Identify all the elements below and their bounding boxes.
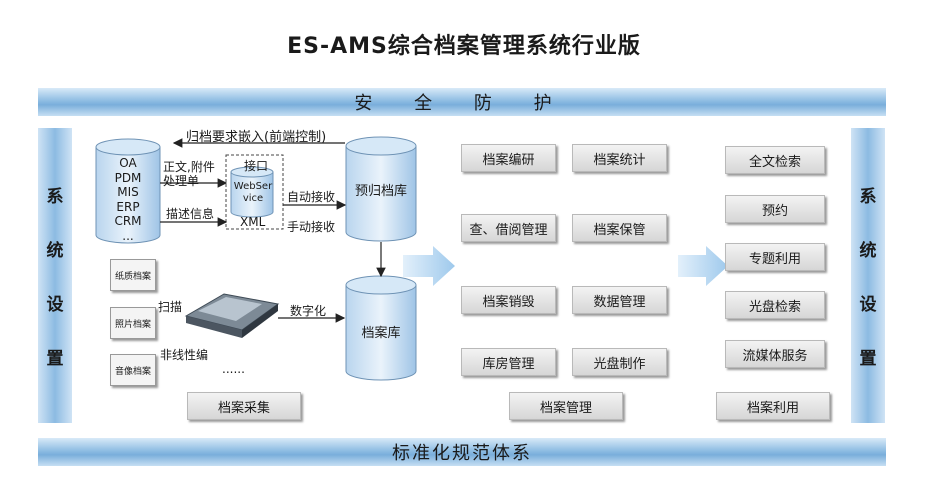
side-char: 设 (46, 294, 64, 315)
manage-item-disc-make: 光盘制作 (572, 348, 667, 376)
system-settings-left: 系 统 设 置 (38, 128, 72, 423)
xml-label: XML (240, 215, 266, 229)
webservice-label: WebService (233, 181, 273, 204)
source-item: MIS (117, 185, 139, 199)
section-title: 档案利用 (746, 400, 799, 416)
pre-archive-db-cylinder (345, 136, 417, 242)
security-band-label: 安 全 防 护 (354, 93, 570, 114)
photo-archive-doc: 照片档案 (110, 307, 156, 339)
archive-db-label: 档案库 (361, 326, 401, 341)
source-item: CRM (114, 214, 142, 228)
front-control-label: 归档要求嵌入(前端控制) (186, 130, 327, 145)
page-title: ES-AMS综合档案管理系统行业版 (287, 34, 641, 59)
scan-label: 扫描 (158, 300, 183, 314)
manage-item-statistics: 档案统计 (572, 144, 667, 172)
process-form-label: 处理单 (163, 174, 200, 188)
side-char: 置 (859, 348, 877, 369)
pre-archive-db-label: 预归档库 (354, 184, 407, 199)
system-settings-right: 系 统 设 置 (851, 128, 885, 423)
side-char: 系 (46, 187, 64, 208)
archive-db-cylinder (345, 275, 417, 381)
manage-item-compile: 档案编研 (461, 144, 556, 172)
source-item: PDM (114, 170, 142, 185)
archive-use-title: 档案利用 (716, 392, 830, 420)
manage-item-borrow: 查、借阅管理 (461, 214, 556, 242)
source-systems-cylinder (95, 138, 161, 244)
section-title: 档案管理 (539, 400, 592, 416)
manage-label: 档案销毁 (482, 294, 535, 310)
use-item-disc-search: 光盘检索 (725, 291, 825, 319)
source-item: ERP (116, 199, 140, 214)
manage-item-data: 数据管理 (572, 286, 667, 314)
manage-item-destroy: 档案销毁 (461, 286, 556, 314)
use-label: 流媒体服务 (742, 348, 808, 364)
interface-box (225, 154, 284, 230)
dots-label: ...... (222, 362, 245, 376)
paper-archive-doc: 纸质档案 (110, 259, 156, 291)
use-item-streaming: 流媒体服务 (725, 340, 825, 368)
manual-receive-label: 手动接收 (287, 220, 336, 234)
manage-label: 档案保管 (593, 222, 646, 238)
av-archive-doc: 音像档案 (110, 354, 156, 386)
body-attachment-label: 正文,附件 (163, 160, 215, 174)
source-item: ... (122, 228, 134, 243)
manage-label: 光盘制作 (593, 356, 646, 372)
manage-item-storage: 档案保管 (572, 214, 667, 242)
standards-band-label: 标准化规范体系 (392, 443, 532, 464)
use-label: 专题利用 (748, 251, 801, 267)
flow-arrow-2 (678, 246, 728, 286)
manage-item-warehouse: 库房管理 (461, 348, 556, 376)
archive-manage-title: 档案管理 (509, 392, 623, 420)
use-item-topic: 专题利用 (725, 243, 825, 271)
digitize-label: 数字化 (290, 304, 327, 318)
side-char: 系 (859, 187, 877, 208)
manage-label: 查、借阅管理 (469, 222, 548, 238)
doc-label: 照片档案 (114, 319, 151, 330)
use-label: 光盘检索 (748, 299, 801, 315)
side-char: 统 (859, 241, 877, 262)
doc-label: 纸质档案 (114, 271, 151, 282)
scanner-icon (184, 293, 280, 338)
interface-label: 接口 (244, 159, 269, 173)
side-char: 设 (859, 294, 877, 315)
source-item: OA (119, 156, 137, 170)
use-label: 预约 (761, 203, 788, 219)
manage-label: 库房管理 (482, 356, 535, 372)
use-item-fulltext: 全文检索 (725, 146, 825, 174)
use-label: 全文检索 (748, 154, 801, 170)
side-char: 置 (46, 348, 64, 369)
source-systems-list: OA PDM MIS ERP CRM ... (100, 156, 156, 243)
manage-label: 数据管理 (593, 294, 646, 310)
manage-label: 档案编研 (482, 152, 535, 168)
section-title: 档案采集 (217, 400, 270, 416)
use-item-reserve: 预约 (725, 195, 825, 223)
describe-info-label: 描述信息 (166, 207, 215, 221)
archive-collect-title: 档案采集 (187, 392, 301, 420)
webservice-cylinder (230, 166, 274, 218)
side-char: 统 (46, 241, 64, 262)
auto-receive-label: 自动接收 (287, 190, 336, 204)
nonlinear-label: 非线性编 (160, 348, 209, 362)
security-band: 安 全 防 护 (38, 88, 886, 116)
doc-label: 音像档案 (114, 366, 151, 377)
standards-band: 标准化规范体系 (38, 438, 886, 466)
flow-arrow-1 (403, 246, 455, 286)
manage-label: 档案统计 (593, 152, 646, 168)
